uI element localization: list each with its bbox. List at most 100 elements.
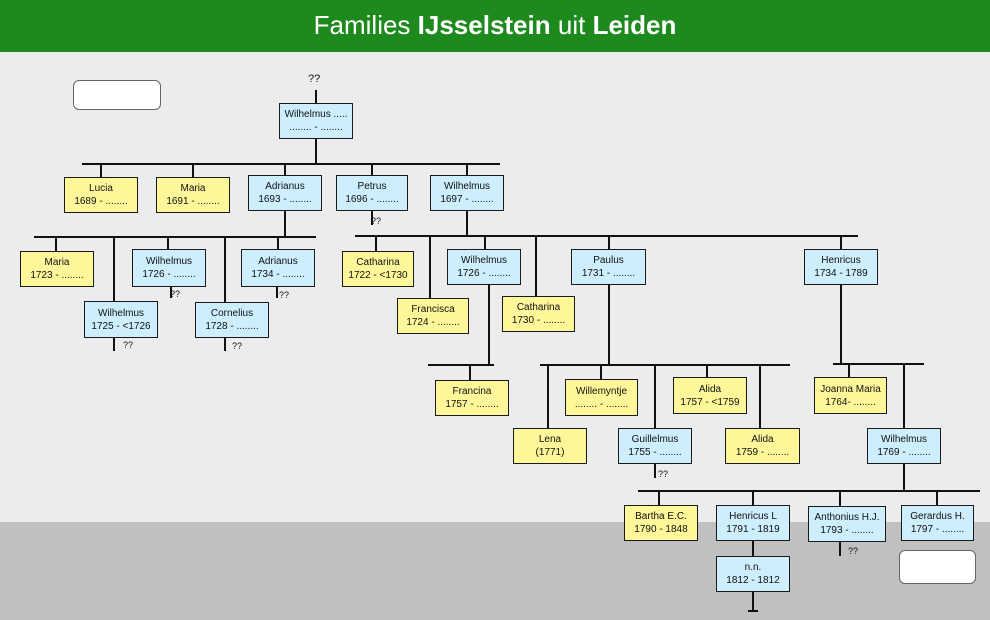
person-bartha-ec-1790[interactable]: Bartha E.C. 1790 - 1848 xyxy=(624,505,698,541)
person-dates: 1764- ........ xyxy=(825,396,876,408)
unknown-marker-root: ?? xyxy=(308,73,321,85)
person-dates: 1734 - ........ xyxy=(251,269,305,280)
person-dates: (1771) xyxy=(535,447,565,458)
unknown-marker-guillelmus: ?? xyxy=(658,469,669,479)
person-name: Catharina xyxy=(516,302,561,313)
person-wilhelmus-1726b[interactable]: Wilhelmus 1726 - ........ xyxy=(447,249,521,285)
person-anthonius-hj-1793[interactable]: Anthonius H.J. 1793 - ........ xyxy=(808,506,886,542)
person-cornelius-1728[interactable]: Cornelius 1728 - ........ xyxy=(195,302,269,338)
person-catharina-1722[interactable]: Catharina 1722 - <1730 xyxy=(342,251,414,287)
person-dates: 1769 - ........ xyxy=(877,447,931,458)
person-francisca-1724[interactable]: Francisca 1724 - ........ xyxy=(397,298,469,334)
person-wilhelmus-1697[interactable]: Wilhelmus 1697 - ........ xyxy=(430,175,504,211)
person-maria-1723[interactable]: Maria 1723 - ........ xyxy=(20,251,94,287)
person-guillelmus-1755[interactable]: Guillelmus 1755 - ........ xyxy=(618,428,692,464)
person-lena-1771[interactable]: Lena (1771) xyxy=(513,428,587,464)
person-dates: 1725 - <1726 xyxy=(91,320,151,332)
person-dates: 1724 - ........ xyxy=(406,317,460,328)
person-wilhelmus-1726a[interactable]: Wilhelmus 1726 - ........ xyxy=(132,249,206,287)
person-henricus-1734[interactable]: Henricus 1734 - 1789 xyxy=(804,249,878,285)
person-dates: 1693 - ........ xyxy=(258,194,312,205)
person-name: Joanna Maria xyxy=(820,383,881,395)
person-dates: 1730 - ........ xyxy=(511,315,566,326)
person-wilhelmus-root[interactable]: Wilhelmus ..... ........ - ........ xyxy=(279,103,353,139)
person-name: Henricus L xyxy=(729,511,777,522)
person-francina-1757[interactable]: Francina 1757 - ........ xyxy=(435,380,509,416)
person-name: Anthonius H.J. xyxy=(814,512,880,523)
person-name: Francina xyxy=(452,386,492,397)
person-petrus-1696[interactable]: Petrus 1696 - ........ xyxy=(336,175,408,211)
person-dates: 1722 - <1730 xyxy=(348,270,408,281)
person-name: n.n. xyxy=(744,562,762,573)
person-dates: 1793 - ........ xyxy=(820,525,874,536)
person-wilhelmus-1725[interactable]: Wilhelmus 1725 - <1726 xyxy=(84,301,158,338)
background-upper xyxy=(0,52,990,522)
person-name: Catharina xyxy=(356,257,400,268)
person-henricus-l-1791[interactable]: Henricus L 1791 - 1819 xyxy=(716,505,790,541)
title-place: Leiden xyxy=(592,10,677,40)
person-dates: 1757 - <1759 xyxy=(680,396,740,408)
unknown-marker-petrus: ?? xyxy=(371,216,382,226)
unknown-marker-wilhelmus-1725: ?? xyxy=(123,340,134,350)
person-name: Henricus xyxy=(821,255,861,266)
person-dates: 1759 - ........ xyxy=(735,447,790,458)
person-adrianus-1734[interactable]: Adrianus 1734 - ........ xyxy=(241,249,315,287)
person-name: Maria xyxy=(44,257,70,268)
person-name: Guillelmus xyxy=(631,434,679,445)
person-name: Maria xyxy=(180,183,206,194)
person-dates: 1697 - ........ xyxy=(440,194,494,205)
person-dates: 1791 - 1819 xyxy=(726,524,780,535)
person-dates: 1728 - ........ xyxy=(205,321,259,332)
person-alida-1757[interactable]: Alida 1757 - <1759 xyxy=(673,377,747,414)
person-name: Wilhelmus xyxy=(880,434,928,445)
person-dates: 1797 - ........ xyxy=(910,524,965,535)
blank-label-box-top xyxy=(73,80,161,110)
person-name: Wilhelmus xyxy=(443,181,491,192)
person-dates: 1757 - ........ xyxy=(445,399,499,410)
person-dates: 1726 - ........ xyxy=(457,268,511,279)
person-lucia[interactable]: Lucia 1689 - ........ xyxy=(64,177,138,213)
person-paulus-1731[interactable]: Paulus 1731 - ........ xyxy=(571,249,646,285)
person-name: Alida xyxy=(751,434,774,445)
person-name: Petrus xyxy=(357,181,387,192)
person-nn-1812[interactable]: n.n. 1812 - 1812 xyxy=(716,556,790,592)
person-name: Lena xyxy=(538,434,562,445)
person-dates: ........ - ........ xyxy=(289,122,343,133)
person-dates: 1696 - ........ xyxy=(345,194,399,205)
person-name: Wilhelmus xyxy=(97,307,145,319)
person-joanna-maria-1764[interactable]: Joanna Maria 1764- ........ xyxy=(814,377,887,414)
title-prefix: Families xyxy=(313,10,418,40)
person-name: Wilhelmus ..... xyxy=(284,109,348,120)
person-name: Wilhelmus xyxy=(460,255,508,266)
person-dates: ........ - ........ xyxy=(574,398,629,410)
title-connector: uit xyxy=(550,10,593,40)
page-title: Families IJsselstein uit Leiden xyxy=(0,0,990,52)
person-name: Gerardus H. xyxy=(910,511,965,522)
person-name: Francisca xyxy=(411,304,455,315)
person-name: Wilhelmus xyxy=(145,256,193,267)
person-wilhelmus-1769[interactable]: Wilhelmus 1769 - ........ xyxy=(867,428,941,464)
unknown-marker-adrianus-1734: ?? xyxy=(279,290,290,300)
unknown-marker-cornelius: ?? xyxy=(232,341,243,351)
person-dates: 1790 - 1848 xyxy=(634,524,688,535)
person-name: Adrianus xyxy=(265,181,305,192)
person-maria-1691[interactable]: Maria 1691 - ........ xyxy=(156,177,230,213)
title-family-name: IJsselstein xyxy=(417,10,551,40)
person-dates: 1691 - ........ xyxy=(166,196,220,207)
person-gerardus-h-1797[interactable]: Gerardus H. 1797 - ........ xyxy=(901,505,974,541)
unknown-marker-wilhelmus-1726a: ?? xyxy=(170,289,181,299)
person-dates: 1689 - ........ xyxy=(74,196,128,207)
person-catharina-1730[interactable]: Catharina 1730 - ........ xyxy=(502,296,575,332)
person-willemyntje[interactable]: Willemyntje ........ - ........ xyxy=(565,379,638,416)
person-dates: 1755 - ........ xyxy=(628,447,682,458)
person-name: Cornelius xyxy=(210,308,254,319)
person-name: Bartha E.C. xyxy=(635,511,687,522)
person-name: Adrianus xyxy=(258,256,298,267)
person-dates: 1734 - 1789 xyxy=(814,268,868,279)
person-name: Lucia xyxy=(89,183,113,194)
blank-label-box-bottom xyxy=(899,550,976,584)
person-alida-1759[interactable]: Alida 1759 - ........ xyxy=(725,428,800,464)
person-adrianus-1693[interactable]: Adrianus 1693 - ........ xyxy=(248,175,322,211)
unknown-marker-anthonius: ?? xyxy=(848,546,859,556)
